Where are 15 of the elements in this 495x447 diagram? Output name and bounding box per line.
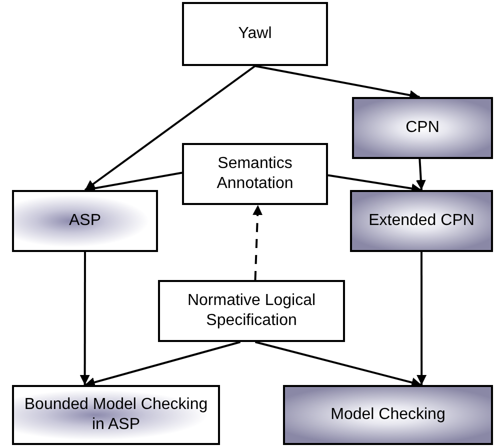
process-box: Normative Logical Specification: [158, 280, 345, 342]
arrow: [252, 204, 263, 280]
arrow: [84, 341, 241, 388]
process-box: Model Checking: [283, 385, 493, 445]
arrow: [416, 158, 426, 190]
arrow: [416, 252, 427, 385]
process-box: Extended CPN: [350, 190, 493, 252]
arrow: [80, 252, 90, 385]
process-box: CPN: [352, 97, 493, 159]
process-box: Semantics Annotation: [182, 143, 328, 205]
process-box: Bounded Model Checking in ASP: [12, 385, 220, 445]
process-box: ASP: [12, 190, 158, 252]
arrow: [254, 341, 422, 388]
process-box: Yawl: [182, 2, 328, 66]
arrow: [84, 65, 256, 191]
